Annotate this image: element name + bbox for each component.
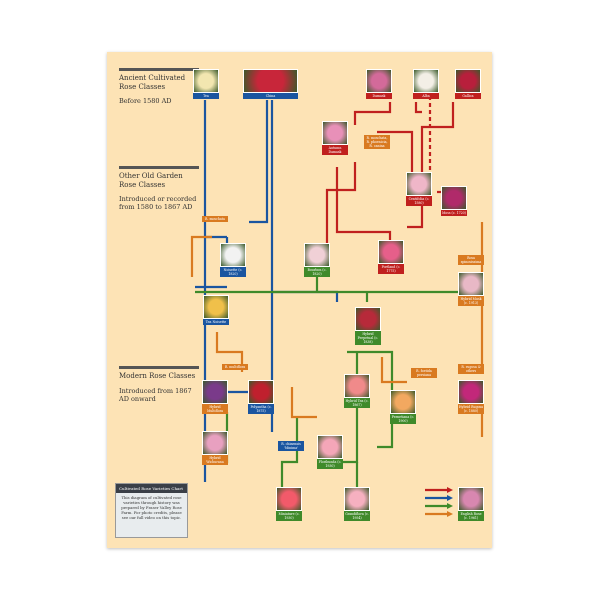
info-text: This diagram of cultivated rose varietie… (121, 495, 182, 520)
node-label: Bourbon (c. 1820) (304, 267, 330, 277)
lineage-lines (190, 82, 484, 517)
node-tea[interactable]: Tea (193, 69, 219, 99)
rose-photo (458, 380, 484, 404)
node-floribunda[interactable]: Floribunda (c. 1930) (317, 435, 343, 469)
node-label: Centifolia (c. 1580) (406, 196, 432, 206)
species-r-chinensis: R. chinensis 'Minima' (278, 441, 304, 451)
node-moss[interactable]: Moss (c. 1720) (441, 186, 467, 216)
node-label: Hybrid Tea (c. 1867) (344, 398, 370, 408)
rose-photo (203, 295, 229, 319)
rose-photo (304, 243, 330, 267)
rose-photo (193, 69, 219, 93)
node-label: Pernetiana (c. 1900) (390, 414, 416, 424)
species-r-foetida: R. foetida persiana (411, 368, 437, 378)
node-portland[interactable]: Portland (c. 1775) (378, 240, 404, 274)
node-label: Floribunda (c. 1930) (317, 459, 343, 469)
node-gallica[interactable]: Gallica (455, 69, 481, 99)
rose-photo (202, 431, 228, 455)
rose-photo (413, 69, 439, 93)
node-hybrid-musk[interactable]: Hybrid Musk (c. 1913) (458, 272, 484, 306)
node-label: Portland (c. 1775) (378, 264, 404, 274)
era-bar (119, 68, 199, 71)
node-label: Hybrid Multiflora (202, 404, 228, 414)
node-damask[interactable]: Damask (366, 69, 392, 99)
node-centifolia[interactable]: Centifolia (c. 1580) (406, 172, 432, 206)
rose-photo (220, 243, 246, 267)
era-subtitle: Before 1580 AD (119, 97, 172, 105)
node-label: Damask (366, 93, 392, 99)
node-alba[interactable]: Alba (413, 69, 439, 99)
era-old-garden: Other Old Garden Rose Classes Introduced… (119, 166, 199, 211)
rose-photo (441, 186, 467, 210)
era-bar (119, 166, 199, 169)
era-title: Modern Rose Classes (119, 372, 196, 380)
info-box: Cultivated Rose Varieties Chart This dia… (115, 483, 188, 538)
node-hybrid-multiflora[interactable]: Hybrid Multiflora (202, 380, 228, 414)
era-modern: Modern Rose Classes Introduced from 1867… (119, 366, 199, 403)
node-label: Polyantha (c. 1875) (248, 404, 274, 414)
rose-photo (202, 380, 228, 404)
rose-photo (344, 374, 370, 398)
node-label: Alba (413, 93, 439, 99)
node-label: Miniature (c. 1930) (276, 511, 302, 521)
species-r-multiflora: R. multiflora (222, 364, 248, 370)
poster (107, 52, 492, 548)
rose-photo (322, 121, 348, 145)
info-title: Cultivated Rose Varieties Chart (116, 484, 187, 493)
species-r-rugosa: R. rugosa & others (458, 364, 484, 374)
era-subtitle: Introduced or recorded from 1580 to 1867… (119, 195, 197, 211)
node-bourbon[interactable]: Bourbon (c. 1820) (304, 243, 330, 277)
rose-photo (366, 69, 392, 93)
node-label: Moss (c. 1720) (441, 210, 467, 216)
species-r-spinosissima: Rosa spinosissima (458, 255, 484, 265)
rose-photo (406, 172, 432, 196)
rose-photo (243, 69, 298, 93)
species-r-moschata-group: R. moschata, R. phoenicia, R. canina (364, 135, 390, 149)
era-ancient: Ancient Cultivated Rose Classes Before 1… (119, 68, 199, 105)
node-english-rose[interactable]: English Rose (c. 1961) (458, 487, 484, 521)
node-label: Hybrid Musk (c. 1913) (458, 296, 484, 306)
node-label: Tea (193, 93, 219, 99)
node-label: Hybrid Rugosa (c. 1880) (458, 404, 484, 414)
node-grandiflora[interactable]: Grandiflora (c. 1954) (344, 487, 370, 521)
era-title: Ancient Cultivated Rose Classes (119, 74, 186, 91)
node-china[interactable]: China (243, 69, 298, 99)
rose-photo (390, 390, 416, 414)
node-polyantha[interactable]: Polyantha (c. 1875) (248, 380, 274, 414)
era-title: Other Old Garden Rose Classes (119, 172, 183, 189)
node-miniature[interactable]: Miniature (c. 1930) (276, 487, 302, 521)
node-label: Gallica (455, 93, 481, 99)
node-hybrid-tea[interactable]: Hybrid Tea (c. 1867) (344, 374, 370, 408)
era-subtitle: Introduced from 1867 AD onward (119, 386, 192, 403)
era-bar (119, 366, 199, 369)
rose-photo (455, 69, 481, 93)
node-label: Autumn Damask (322, 145, 348, 155)
rose-photo (276, 487, 302, 511)
node-noisette[interactable]: Noisette (c. 1820) (220, 243, 246, 277)
species-r-moschata: R. moschata (202, 216, 228, 222)
node-pernetiana[interactable]: Pernetiana (c. 1900) (390, 390, 416, 424)
rose-photo (317, 435, 343, 459)
node-label: Noisette (c. 1820) (220, 267, 246, 277)
rose-photo (458, 487, 484, 511)
node-hybrid-wichurana[interactable]: Hybrid Wichurana (202, 431, 228, 465)
node-autumn-damask[interactable]: Autumn Damask (322, 121, 348, 155)
node-label: Hybrid Perpetual (c. 1838) (355, 331, 381, 345)
rose-photo (248, 380, 274, 404)
rose-photo (355, 307, 381, 331)
node-tea-noisette[interactable]: Tea Noisette (203, 295, 229, 325)
rose-photo (344, 487, 370, 511)
node-label: China (243, 93, 298, 99)
node-label: Hybrid Wichurana (202, 455, 228, 465)
node-hybrid-rugosa[interactable]: Hybrid Rugosa (c. 1880) (458, 380, 484, 414)
node-label: English Rose (c. 1961) (458, 511, 484, 521)
node-hybrid-perpetual[interactable]: Hybrid Perpetual (c. 1838) (355, 307, 381, 345)
rose-photo (378, 240, 404, 264)
rose-photo (458, 272, 484, 296)
node-label: Tea Noisette (203, 319, 229, 325)
node-label: Grandiflora (c. 1954) (344, 511, 370, 521)
